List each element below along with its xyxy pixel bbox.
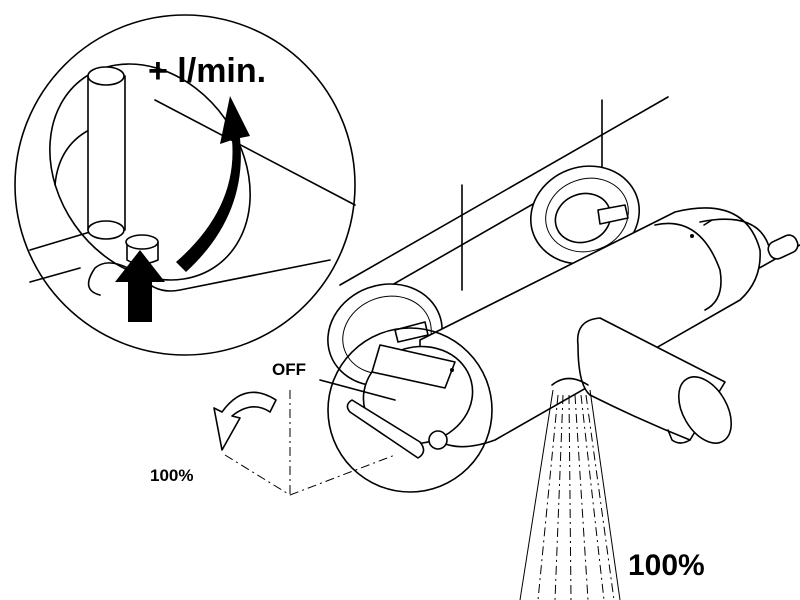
detail-inset bbox=[14, 14, 356, 356]
off-label: OFF bbox=[272, 360, 306, 379]
spray-percent-label: 100% bbox=[628, 549, 705, 582]
handle-detail-circle bbox=[327, 327, 493, 493]
curved-arrow-icon bbox=[176, 96, 250, 272]
handle-percent-label: 100% bbox=[150, 466, 193, 485]
rotate-arrow-icon bbox=[213, 391, 277, 451]
bath-spout bbox=[551, 317, 733, 444]
flow-increase-label: + l/min. bbox=[148, 52, 266, 90]
rotation-guide bbox=[224, 379, 396, 496]
water-spray bbox=[519, 389, 621, 600]
flow-control-handle bbox=[346, 344, 474, 459]
up-arrow-icon bbox=[115, 250, 165, 322]
right-wall-connection bbox=[529, 165, 641, 265]
